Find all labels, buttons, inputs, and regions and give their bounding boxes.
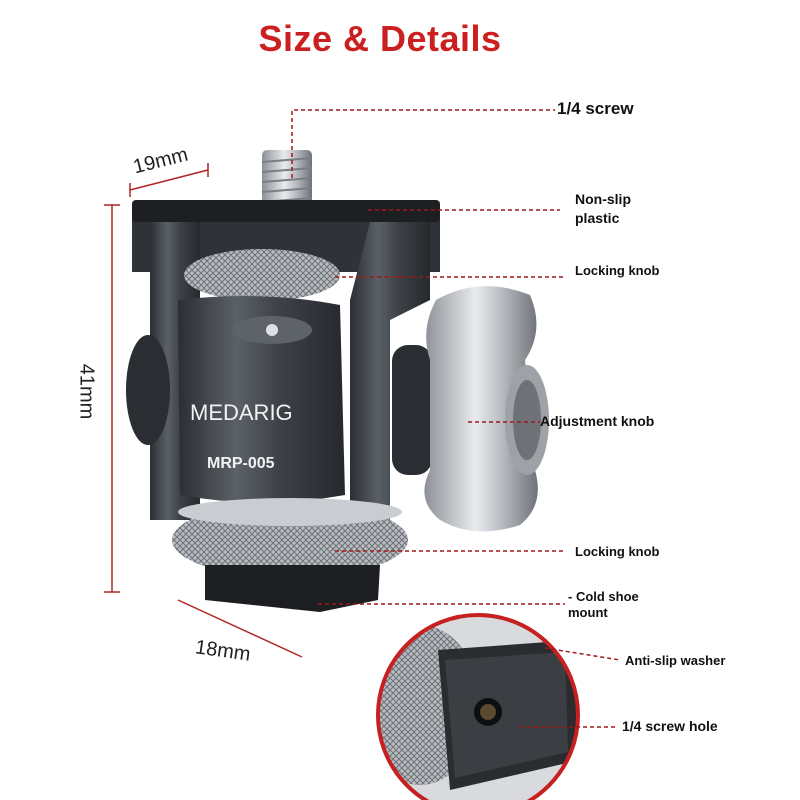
label-cold-shoe-2: mount — [568, 605, 608, 620]
leader-lines — [291, 109, 621, 728]
adjustment-knob — [392, 286, 549, 532]
model-text: MRP-005 — [207, 455, 275, 472]
label-anti-slip-washer: Anti-slip washer — [625, 653, 726, 668]
detail-inset — [376, 613, 580, 800]
dimension-lines — [104, 163, 303, 658]
label-screw-hole: 1/4 screw hole — [622, 718, 718, 734]
label-non-slip-1: Non-slip — [575, 191, 631, 207]
top-locking-knob — [184, 249, 340, 301]
dimension-height: 41mm — [75, 363, 98, 420]
right-arm — [350, 222, 430, 520]
label-cold-shoe-1: - Cold shoe — [568, 589, 639, 604]
brand-text: MEDARIG — [190, 400, 293, 425]
label-non-slip-2: plastic — [575, 210, 620, 226]
left-hub — [126, 335, 170, 445]
page-title: Size & Details — [258, 18, 502, 59]
label-screw: 1/4 screw — [557, 99, 634, 118]
label-locking-knob-bottom: Locking knob — [575, 544, 660, 559]
cold-shoe-mount — [205, 565, 380, 612]
label-adjustment-knob: Adjustment knob — [540, 413, 655, 429]
bottom-locking-knob — [172, 498, 408, 578]
main-body — [178, 296, 345, 503]
label-locking-knob-top: Locking knob — [575, 263, 660, 278]
top-screw — [261, 150, 313, 210]
